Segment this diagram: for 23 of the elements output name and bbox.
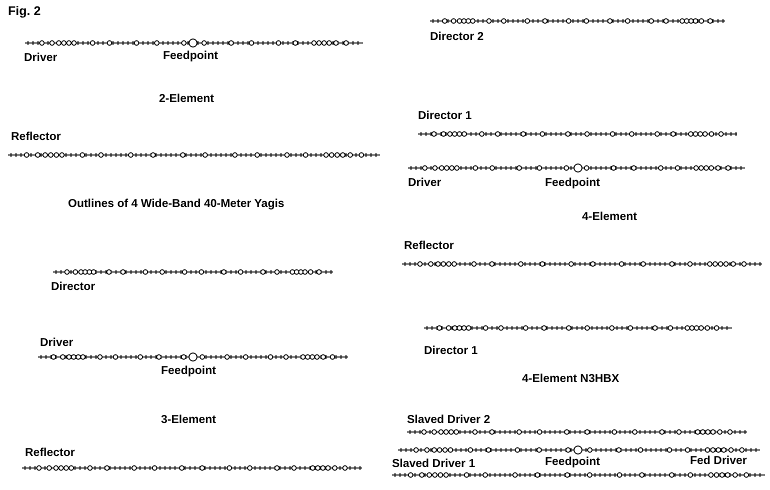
design-title: 4-Element N3HBX: [522, 373, 620, 386]
element-label: Driver: [40, 337, 74, 350]
element-label: Driver: [24, 52, 58, 65]
design-title: 4-Element: [582, 211, 637, 224]
element-label: Reflector: [25, 447, 75, 460]
element-label: Director 1: [418, 110, 472, 123]
feedpoint-label: Feedpoint: [161, 365, 216, 378]
feedpoint-label: Feedpoint: [163, 50, 218, 63]
figure-title: Fig. 2: [8, 5, 41, 18]
element-label: Director: [51, 281, 96, 294]
feedpoint-label: Feedpoint: [545, 456, 600, 469]
element-label: Reflector: [11, 131, 61, 144]
element-label: Fed Driver: [690, 455, 747, 468]
element-label: Slaved Driver 2: [407, 414, 490, 427]
feedpoint-label: Feedpoint: [545, 177, 600, 190]
element-label: Director 2: [430, 31, 484, 44]
design-title: 3-Element: [161, 414, 216, 427]
element-label: Slaved Driver 1: [392, 458, 476, 471]
figure-caption: Outlines of 4 Wide-Band 40-Meter Yagis: [68, 198, 284, 211]
element-label: Director 1: [424, 345, 478, 358]
design-title: 2-Element: [159, 93, 214, 106]
element-label: Driver: [408, 177, 442, 190]
element-label: Reflector: [404, 240, 454, 253]
